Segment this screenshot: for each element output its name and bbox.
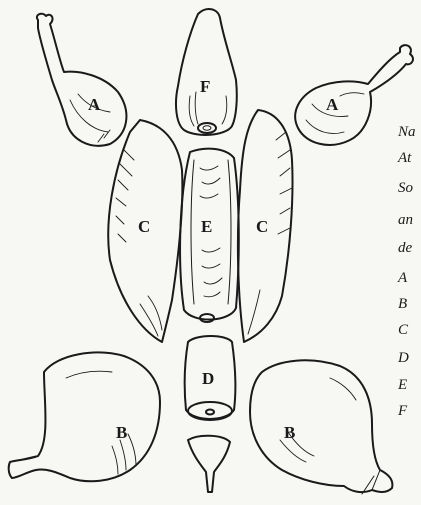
label-a-left: A	[88, 95, 101, 114]
side-text-line: So	[398, 180, 414, 196]
piece-a-left	[37, 14, 127, 146]
legend-letter-e: E	[397, 377, 407, 393]
tail-piece	[188, 436, 230, 492]
legend-letter-b: B	[398, 296, 407, 312]
label-f: F	[200, 77, 210, 96]
piece-a-right	[295, 45, 413, 145]
piece-b-right	[250, 360, 392, 494]
legend-letter-f: F	[397, 403, 408, 419]
side-text-line: Na	[397, 124, 416, 140]
legend-letter-c: C	[398, 322, 409, 338]
side-text-line: At	[397, 150, 412, 166]
legend-letter-d: D	[397, 350, 409, 366]
label-c-right: C	[256, 217, 268, 236]
label-c-left: C	[138, 217, 150, 236]
label-d: D	[202, 369, 214, 388]
side-caption: Na At So an de A B C D E F	[397, 124, 416, 419]
label-b-left: B	[116, 423, 127, 442]
side-text-line: de	[398, 240, 413, 256]
label-a-right: A	[326, 95, 339, 114]
legend-letter-a: A	[397, 270, 408, 286]
side-text-line: an	[398, 212, 413, 228]
label-b-right: B	[284, 423, 295, 442]
piece-b-left	[9, 353, 160, 482]
label-e: E	[201, 217, 212, 236]
piece-f	[176, 9, 237, 135]
